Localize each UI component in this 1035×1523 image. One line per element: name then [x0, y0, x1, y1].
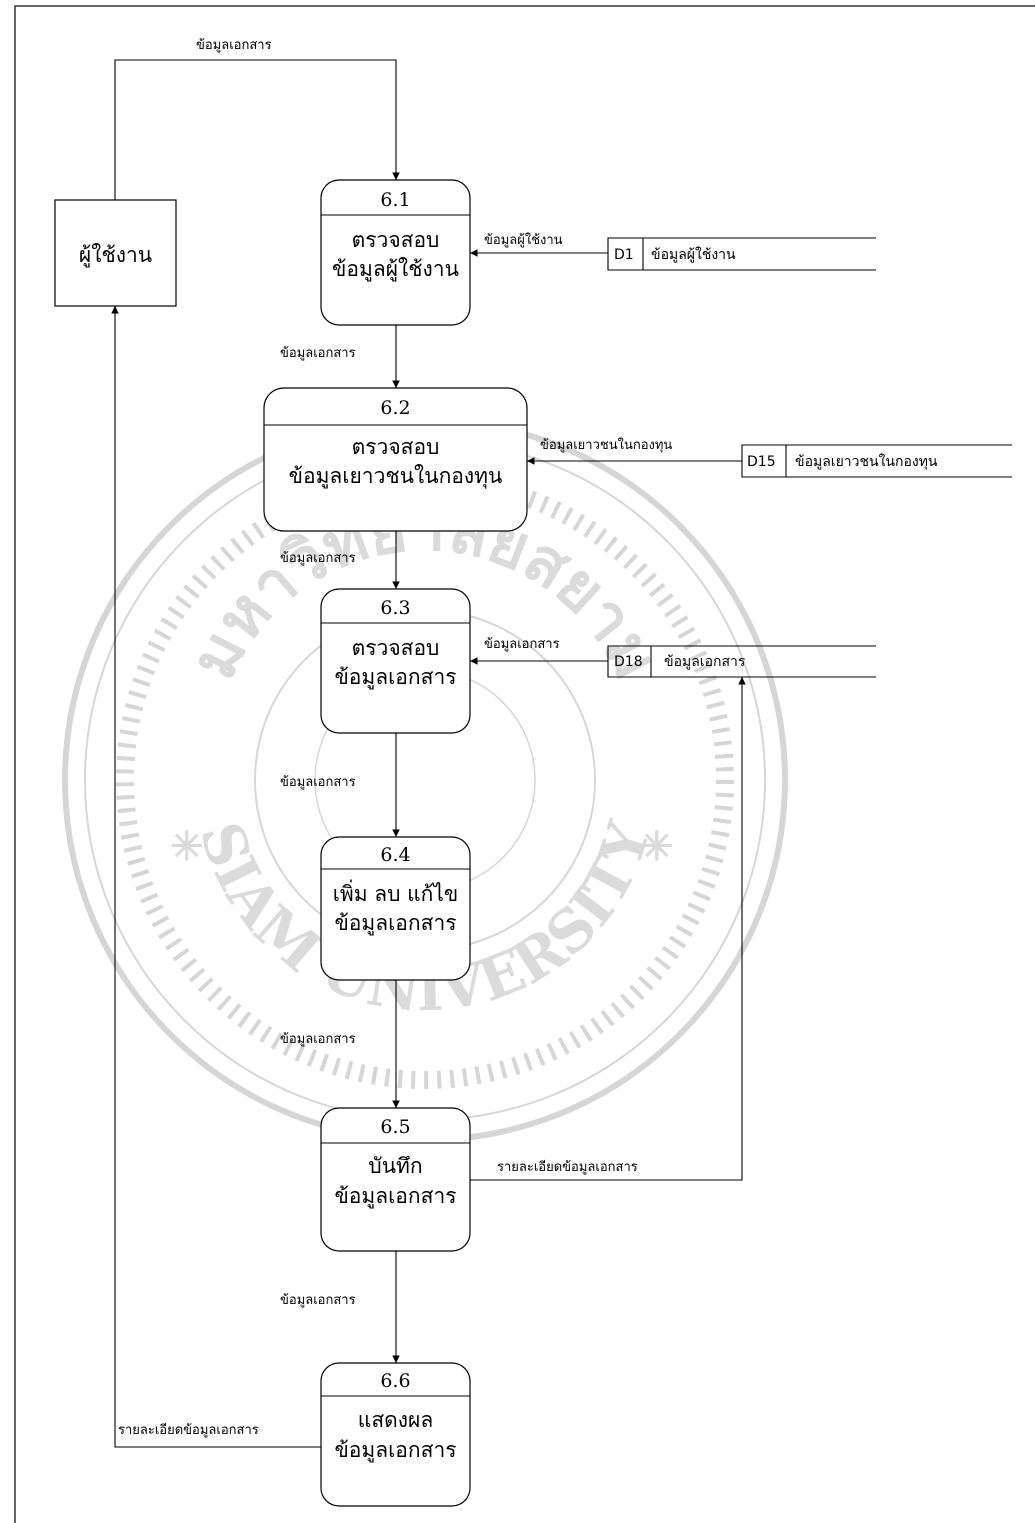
process-name-line-2: ข้อมูลเอกสาร — [334, 665, 456, 690]
process-name-line-2: ข้อมูลผู้ใช้งาน — [332, 257, 459, 282]
process-6-6[interactable]: 6.6 แสดงผล ข้อมูลเอกสาร — [320, 1362, 471, 1507]
process-name-line-1: แสดงผล — [358, 1408, 433, 1432]
process-6-3[interactable]: 6.3 ตรวจสอบ ข้อมูลเอกสาร — [320, 588, 471, 734]
data-store-d18[interactable]: D18 ข้อมูลเอกสาร — [607, 645, 876, 678]
data-store-id: D15 — [747, 454, 776, 470]
process-6-1[interactable]: 6.1 ตรวจสอบ ข้อมูลผู้ใช้งาน — [320, 179, 471, 326]
watermark-star-right-icon: ✳ — [640, 823, 674, 870]
flow-label-d1-to-6-1: ข้อมูลผู้ใช้งาน — [484, 232, 563, 248]
flow-label-6-2-to-6-3: ข้อมูลเอกสาร — [280, 551, 356, 566]
flow-label-6-1-to-6-2: ข้อมูลเอกสาร — [280, 346, 356, 361]
process-number: 6.4 — [380, 844, 410, 866]
external-entity-user[interactable]: ผู้ใช้งาน — [54, 199, 177, 307]
process-name-line-1: เพิ่ม ลบ แก้ไข — [333, 879, 459, 906]
flow-label-6-4-to-6-5: ข้อมูลเอกสาร — [280, 1032, 356, 1047]
flow-label-6-3-to-6-4: ข้อมูลเอกสาร — [280, 775, 356, 790]
process-6-2[interactable]: 6.2 ตรวจสอบ ข้อมูลเยาวชนในกองทุน — [263, 387, 528, 532]
process-6-4[interactable]: 6.4 เพิ่ม ลบ แก้ไข ข้อมูลเอกสาร — [320, 836, 471, 981]
process-number: 6.3 — [380, 597, 410, 619]
data-store-name: ข้อมูลเอกสาร — [664, 654, 746, 670]
page-frame — [14, 5, 1035, 1523]
data-store-name: ข้อมูลเยาวชนในกองทุน — [795, 453, 938, 470]
flow-label-6-5-to-6-6: ข้อมูลเอกสาร — [280, 1293, 356, 1308]
process-number: 6.5 — [380, 1116, 410, 1138]
process-name-line-1: ตรวจสอบ — [352, 228, 440, 252]
process-name-line-1: ตรวจสอบ — [352, 435, 440, 459]
flow-label-d18-to-6-3: ข้อมูลเอกสาร — [484, 637, 560, 652]
data-store-d1[interactable]: D1 ข้อมูลผู้ใช้งาน — [607, 237, 876, 271]
flow-arrow-user-to-6-1 — [114, 59, 400, 200]
data-store-name: ข้อมูลผู้ใช้งาน — [651, 246, 736, 263]
process-number: 6.1 — [380, 189, 410, 211]
process-name-line-2: ข้อมูลเอกสาร — [334, 911, 456, 936]
process-name-line-2: ข้อมูลเอกสาร — [334, 1184, 456, 1209]
watermark-star-left-icon: ✳ — [170, 823, 204, 870]
flow-label-user-to-6-1: ข้อมูลเอกสาร — [196, 38, 272, 53]
process-name-line-1: บันทึก — [368, 1154, 422, 1178]
process-name-line-2: ข้อมูลเอกสาร — [334, 1438, 456, 1463]
process-name-line-1: ตรวจสอบ — [352, 636, 440, 660]
process-6-5[interactable]: 6.5 บันทึก ข้อมูลเอกสาร — [320, 1107, 471, 1252]
external-entity-label: ผู้ใช้งาน — [79, 243, 152, 268]
data-store-id: D1 — [614, 247, 634, 263]
flow-label-6-6-to-user: รายละเอียดข้อมูลเอกสาร — [118, 1422, 259, 1438]
data-store-id: D18 — [614, 654, 643, 670]
process-number: 6.6 — [380, 1370, 410, 1392]
process-name-line-2: ข้อมูลเยาวชนในกองทุน — [289, 464, 503, 489]
flow-label-6-5-to-d18: รายละเอียดข้อมูลเอกสาร — [497, 1159, 638, 1175]
flow-arrow-6-6-to-user — [111, 306, 321, 1448]
flow-label-d15-to-6-2: ข้อมูลเยาวชนในกองทุน — [540, 437, 672, 453]
data-store-d15[interactable]: D15 ข้อมูลเยาวชนในกองทุน — [741, 444, 1012, 478]
flow-arrow-6-5-to-d18 — [470, 677, 746, 1181]
process-number: 6.2 — [380, 397, 410, 419]
